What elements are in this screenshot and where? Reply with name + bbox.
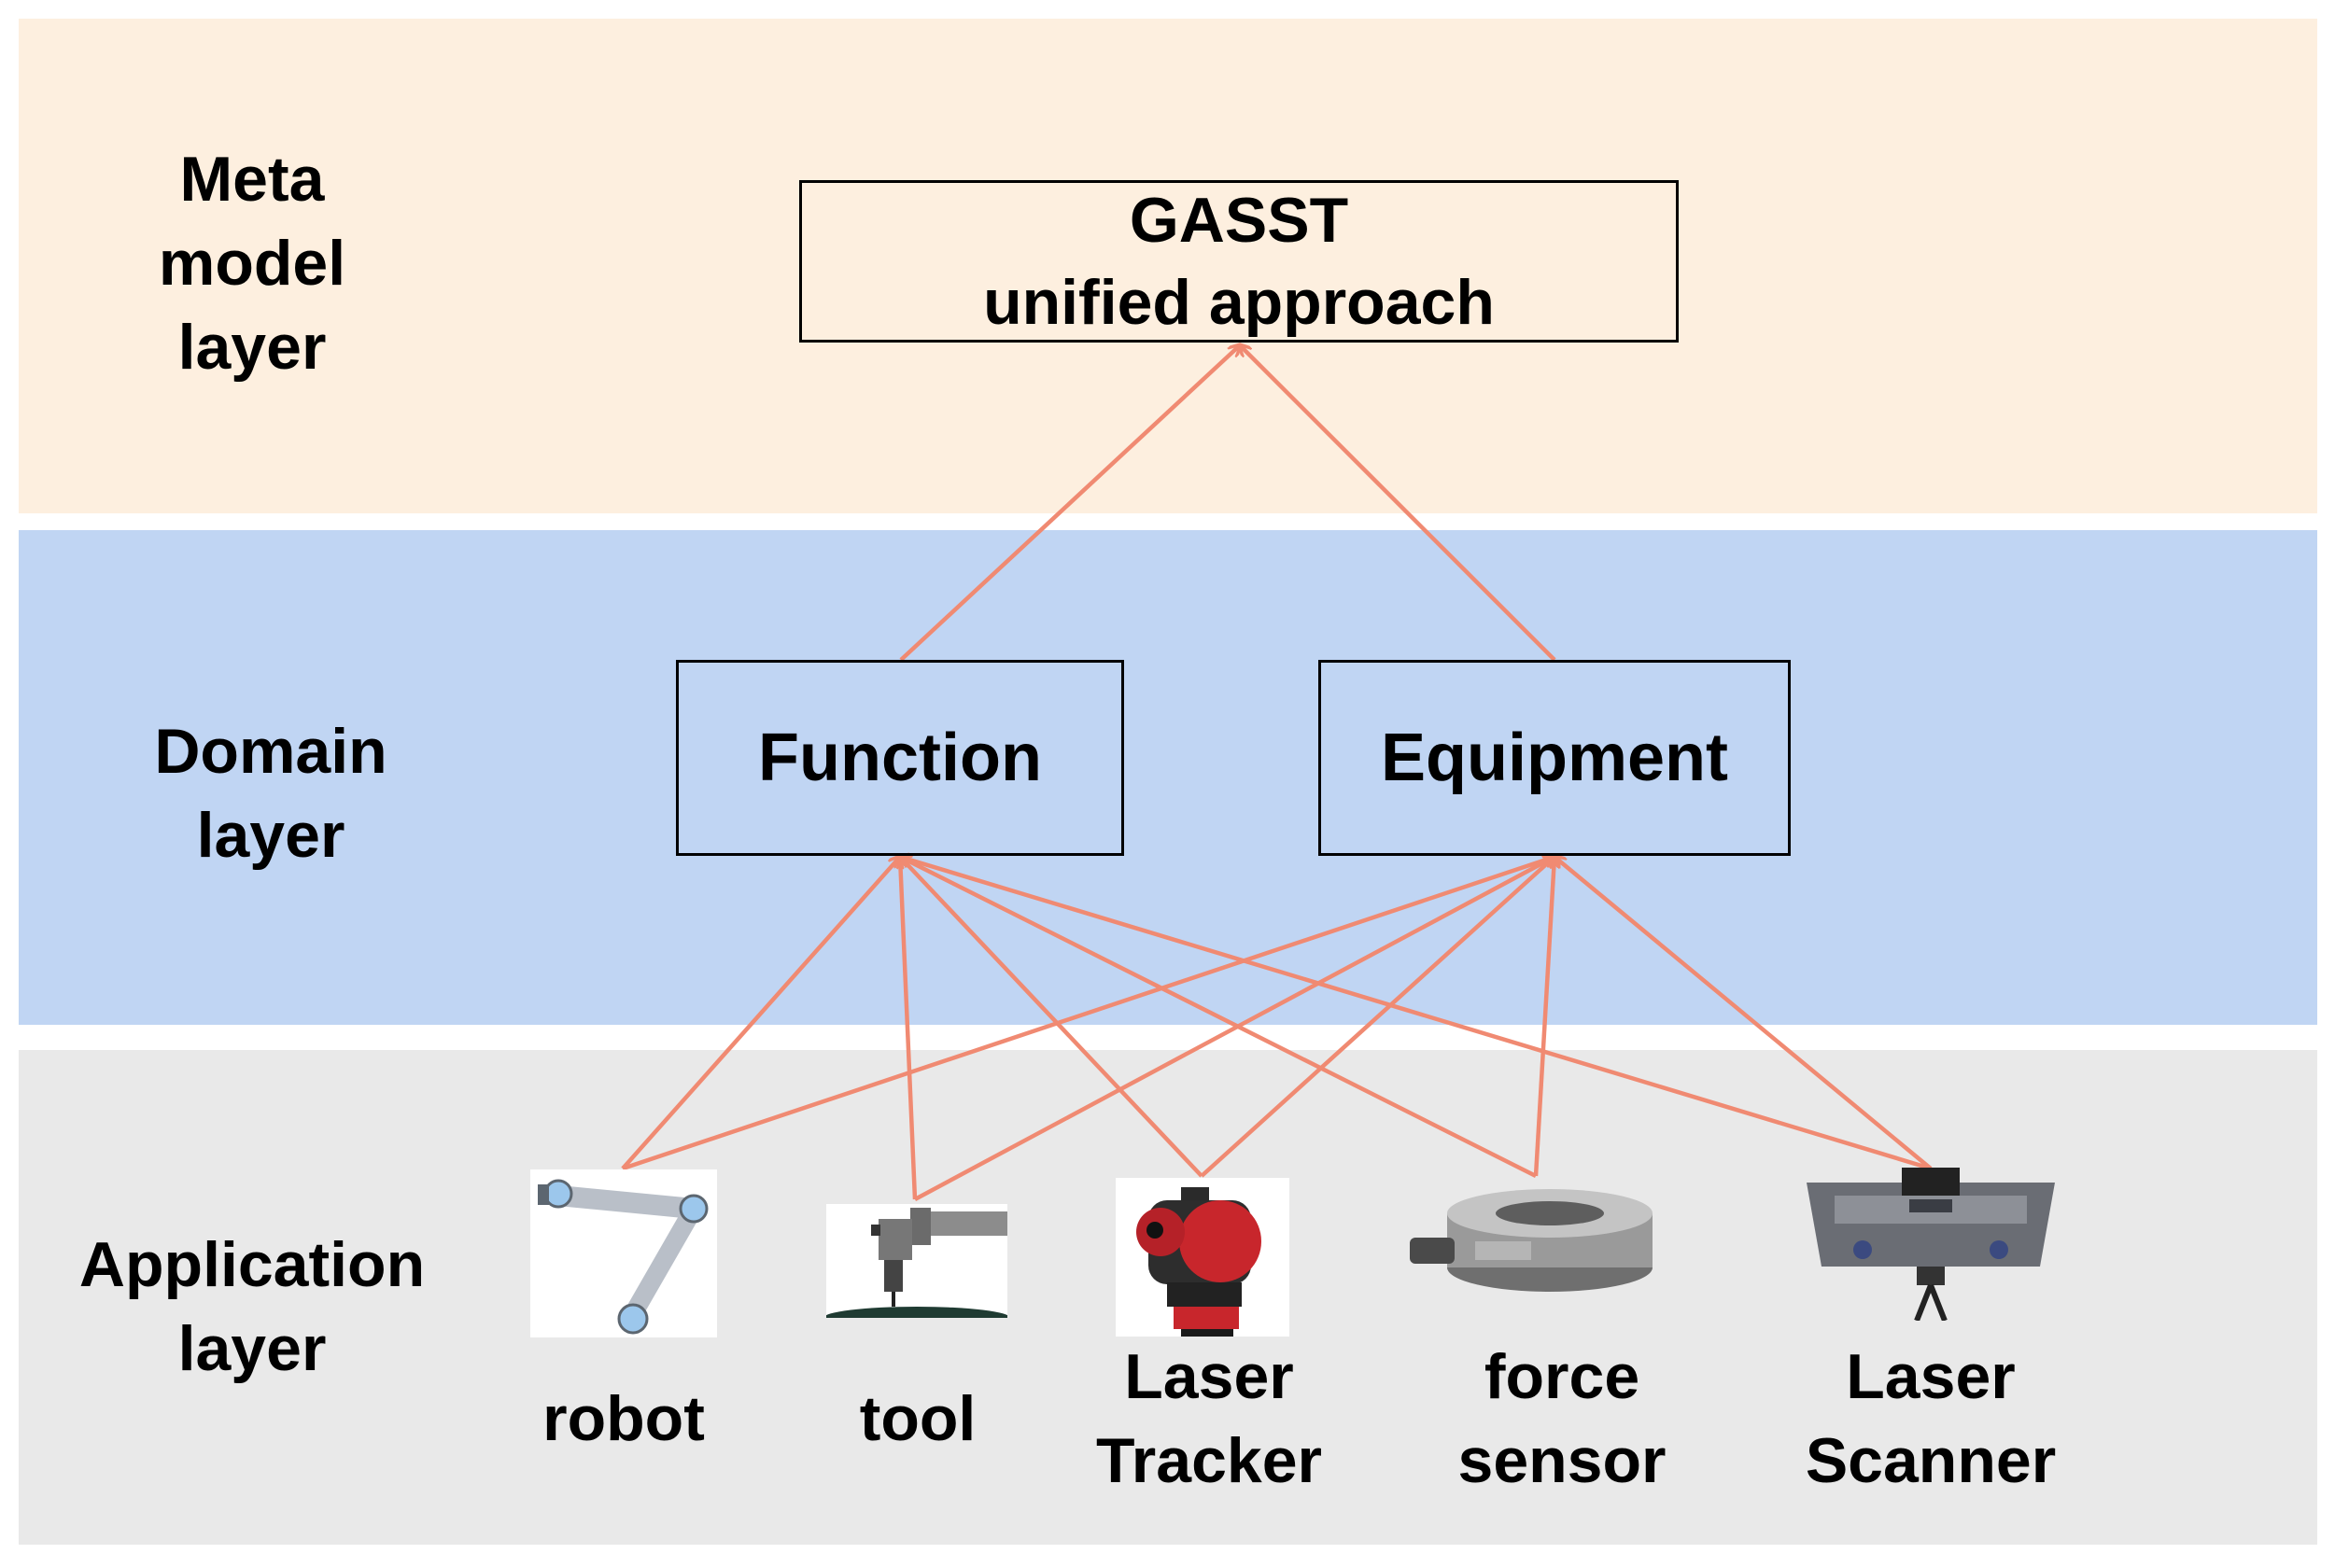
force-sensor-label-line-2: sensor	[1457, 1425, 1667, 1496]
robot-label-line-1: robot	[542, 1383, 705, 1454]
tool-label-line-1: tool	[859, 1383, 977, 1454]
domain-layer-line-2: layer	[196, 800, 345, 871]
arrow-function-to-gasst	[899, 345, 1240, 662]
arrow-tool-to-function	[900, 857, 918, 1200]
meta-model-layer-label: Meta model layer	[112, 137, 392, 389]
laser-scanner-label-line-1: Laser	[1846, 1341, 2016, 1412]
application-layer-line-2: layer	[177, 1313, 327, 1384]
gasst-title: GASST	[1129, 185, 1349, 256]
domain-layer-label: Domain layer	[112, 709, 429, 877]
tool-icon	[826, 1204, 1007, 1318]
gasst-box: GASST unified approach	[799, 180, 1679, 343]
meta-model-layer-line-1: Meta	[179, 144, 325, 215]
arrow-equipment-to-gasst	[1240, 345, 1556, 662]
robot-arm-icon	[530, 1169, 717, 1337]
function-box: Function	[676, 660, 1124, 856]
meta-model-layer-line-2: model	[158, 228, 346, 299]
laser-scanner-icon	[1807, 1168, 2055, 1321]
device-label-laser-scanner: Laser Scanner	[1781, 1335, 2080, 1503]
arrow-force-to-equipment	[1533, 857, 1554, 1177]
arrow-tracker-to-function	[900, 857, 1203, 1178]
force-sensor-icon	[1410, 1189, 1653, 1292]
device-label-robot: robot	[474, 1377, 773, 1461]
arrow-force-to-function	[900, 857, 1538, 1179]
laser-tracker-icon	[1116, 1178, 1289, 1337]
equipment-label: Equipment	[1381, 721, 1728, 795]
meta-model-layer-line-3: layer	[177, 312, 327, 383]
device-label-tool: tool	[768, 1377, 1067, 1461]
laser-tracker-label-line-2: Tracker	[1096, 1425, 1322, 1496]
device-label-force-sensor: force sensor	[1413, 1335, 1711, 1503]
arrow-robot-to-function	[621, 857, 900, 1170]
application-layer-label: Application layer	[56, 1223, 448, 1391]
arrow-tracker-to-equipment	[1200, 857, 1554, 1178]
device-label-laser-tracker: Laser Tracker	[1060, 1335, 1358, 1503]
force-sensor-label-line-1: force	[1484, 1341, 1640, 1412]
laser-tracker-label-line-1: Laser	[1124, 1341, 1294, 1412]
laser-scanner-label-line-2: Scanner	[1805, 1425, 2057, 1496]
application-layer-line-1: Application	[78, 1229, 426, 1300]
domain-layer-line-1: Domain	[154, 716, 387, 787]
arrow-scanner-to-function	[900, 857, 1932, 1171]
arrow-scanner-to-equipment	[1554, 857, 1933, 1170]
meta-model-layer-band	[19, 19, 2317, 513]
arrow-robot-to-equipment	[622, 857, 1554, 1171]
gasst-subtitle: unified approach	[983, 267, 1495, 338]
domain-layer-band	[19, 530, 2317, 1025]
arrow-tool-to-equipment	[913, 857, 1554, 1201]
function-label: Function	[758, 721, 1042, 795]
equipment-box: Equipment	[1318, 660, 1791, 856]
